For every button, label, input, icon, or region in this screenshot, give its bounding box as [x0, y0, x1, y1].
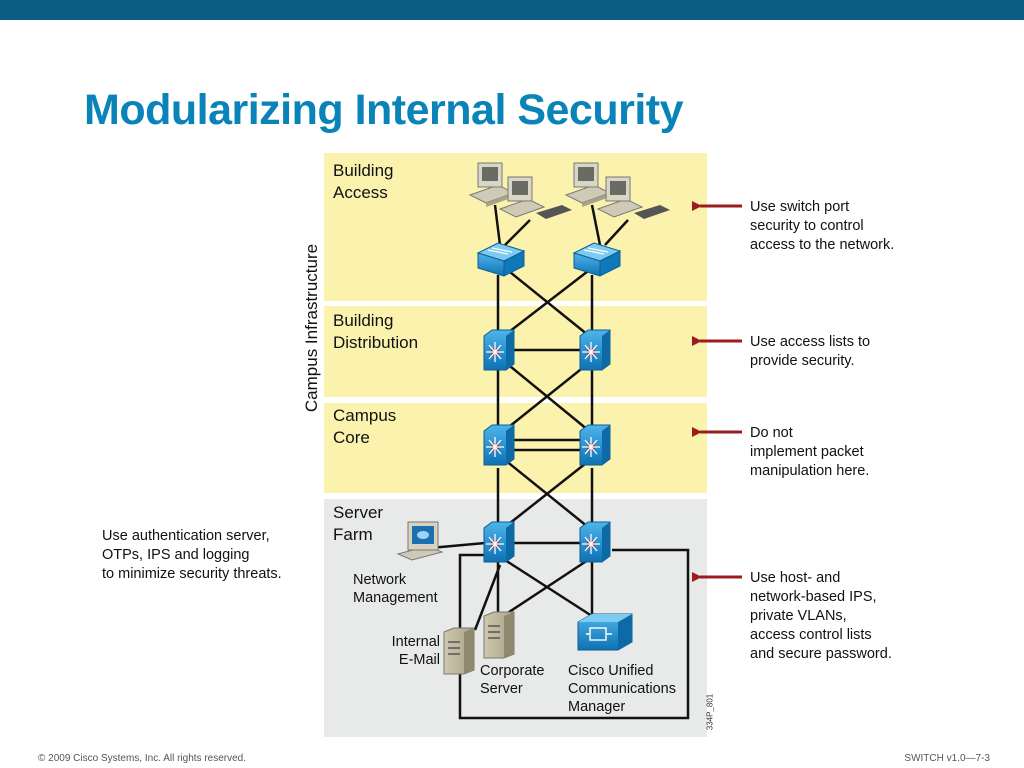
- band-building-distribution: [324, 306, 707, 397]
- note-server-farm: Use host- and network-based IPS, private…: [750, 570, 892, 662]
- note-campus-core: Do not implement packet manipulation her…: [750, 425, 870, 479]
- email-server-icon: [443, 627, 475, 675]
- top-bar: [0, 0, 1024, 20]
- cucm-label: Cisco Unified Communications Manager: [568, 663, 676, 715]
- network-management-icon: [396, 521, 444, 561]
- note-building-distribution: Use access lists to provide security.: [750, 334, 871, 369]
- band-campus-core: [324, 403, 707, 493]
- slide-title: Modularizing Internal Security: [84, 86, 684, 134]
- band-label-building-distribution: Building Distribution: [333, 311, 419, 352]
- access-switch-icon: [476, 242, 622, 277]
- band-label-building-access: Building Access: [333, 161, 394, 202]
- internal-email-label: Internal E-Mail: [391, 634, 440, 668]
- network-links: [429, 204, 690, 720]
- note-authentication: Use authentication server, OTPs, IPS and…: [102, 528, 282, 582]
- corporate-server-icon: [483, 611, 515, 659]
- callout-arrows: [692, 201, 742, 582]
- note-building-access: Use switch port security to control acce…: [750, 199, 895, 253]
- cucm-icon: [577, 613, 633, 651]
- footer-course: SWITCH v1.0—7-3: [904, 753, 990, 764]
- band-label-campus-core: Campus Core: [333, 406, 397, 447]
- footer-copyright: © 2009 Cisco Systems, Inc. All rights re…: [38, 753, 247, 764]
- band-server-farm: [324, 499, 707, 737]
- network-management-label: Network Management: [353, 572, 438, 606]
- band-label-server-farm: Server Farm: [333, 503, 384, 544]
- multilayer-switch-icon: [483, 329, 611, 563]
- corporate-server-label: Corporate Server: [480, 663, 545, 697]
- pc-icon: [468, 162, 670, 219]
